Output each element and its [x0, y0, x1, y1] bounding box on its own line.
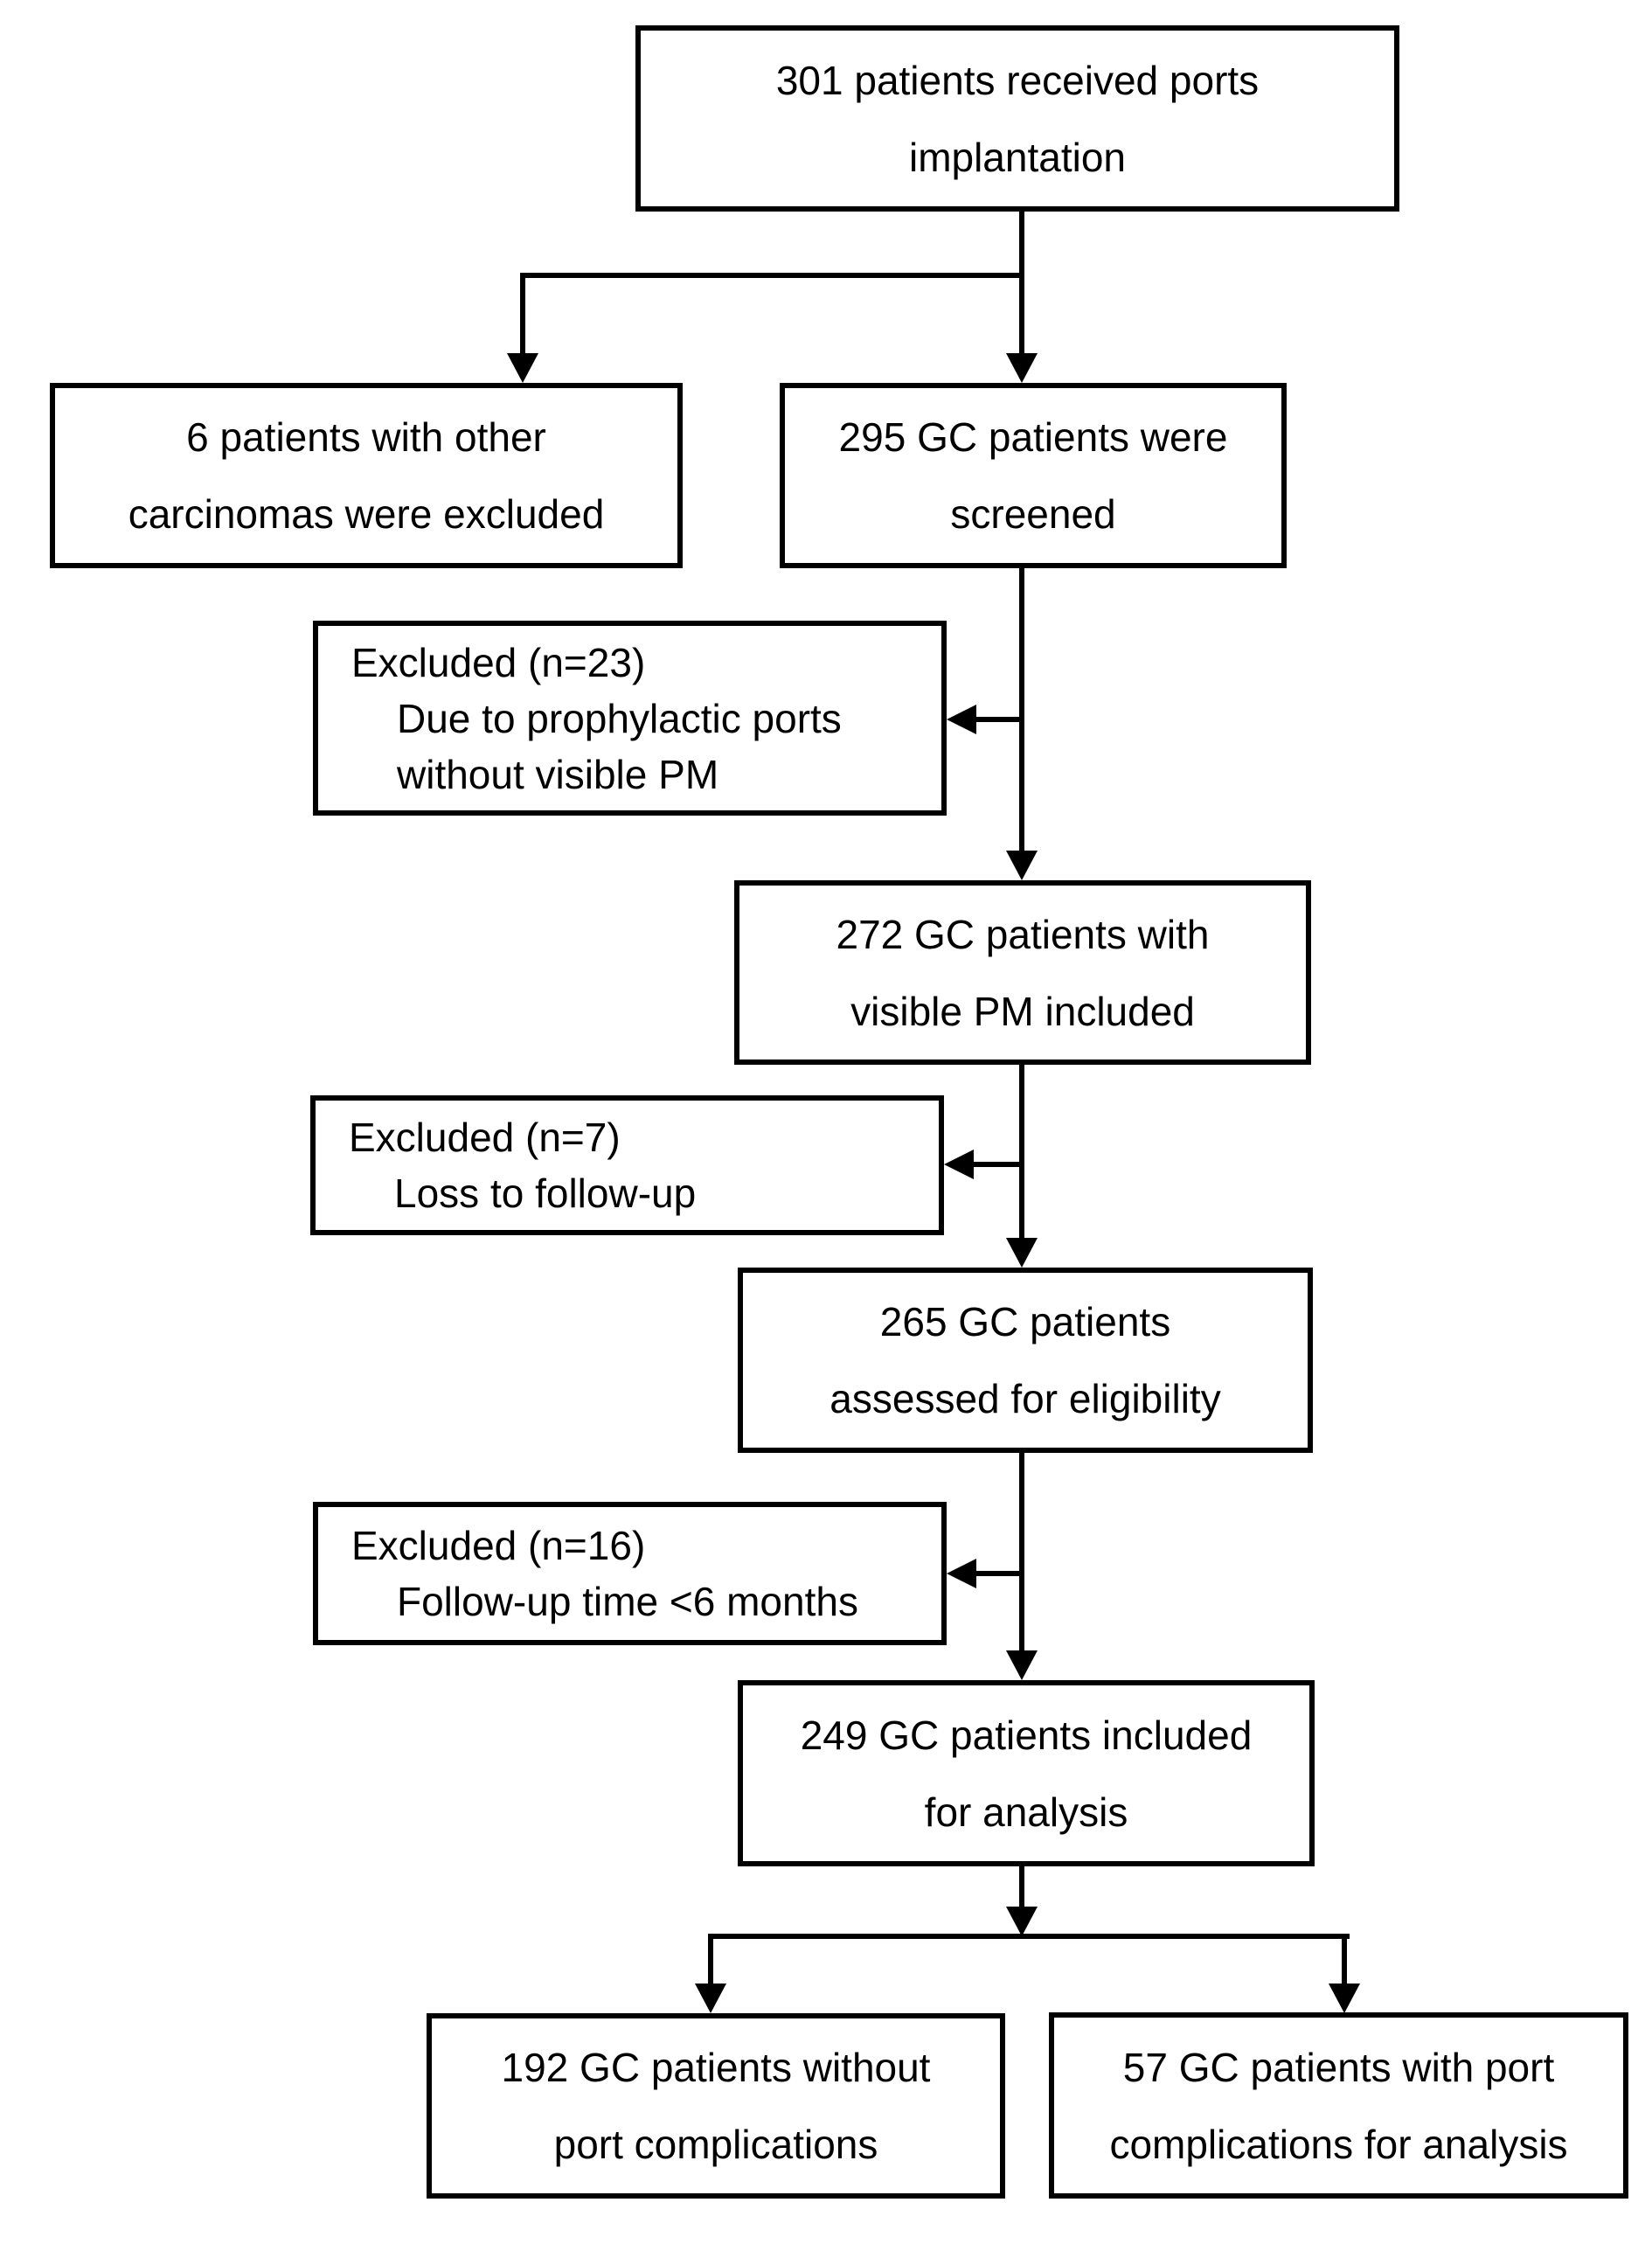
node-with-complications: 57 GC patients with port complications f… — [1049, 2012, 1628, 2199]
node-text-line: carcinomas were excluded — [128, 491, 605, 537]
arrowhead-into-eligibility — [1006, 1238, 1038, 1268]
node-text-line: without visible PM — [397, 751, 719, 797]
arrowhead-into-screened — [1006, 353, 1038, 383]
node-text-line: complications for analysis — [1109, 2121, 1568, 2167]
arrowhead-into-excluded-followup-time — [947, 1559, 976, 1588]
connector-bottom-split-horizontal — [708, 1934, 1350, 1939]
arrowhead-into-carcinomas — [507, 353, 538, 383]
node-visible-pm-included: 272 GC patients with visible PM included — [734, 880, 1311, 1065]
node-text-line: implantation — [908, 134, 1127, 180]
node-text-line: 265 GC patients — [879, 1299, 1171, 1344]
arrowhead-into-excluded-loss-followup — [944, 1150, 974, 1179]
connector-split-to-without-complications — [708, 1934, 713, 1984]
node-assessed-eligibility: 265 GC patients assessed for eligibility — [738, 1268, 1313, 1453]
arrowhead-into-excluded-prophylactic — [947, 705, 976, 734]
node-text-line: for analysis — [924, 1789, 1128, 1835]
node-text-line: assessed for eligibility — [829, 1376, 1221, 1421]
connector-to-excluded-loss-followup — [972, 1162, 1024, 1167]
node-text-line: 57 GC patients with port — [1122, 2044, 1555, 2090]
connector-ports-to-screened — [1019, 212, 1024, 356]
node-other-carcinomas-excluded: 6 patients with other carcinomas were ex… — [50, 383, 683, 568]
node-text-line: 6 patients with other — [186, 414, 546, 460]
node-without-complications: 192 GC patients without port complicatio… — [427, 2013, 1005, 2199]
arrowhead-into-visiblepm — [1006, 851, 1038, 880]
connector-visiblepm-to-eligibility — [1019, 1065, 1024, 1238]
node-text-line: 295 GC patients were — [838, 414, 1228, 460]
arrowhead-onto-split — [1006, 1907, 1038, 1936]
node-received-ports: 301 patients received ports implantation — [635, 25, 1399, 212]
node-text-line: Excluded (n=16) — [351, 1523, 646, 1568]
arrowhead-into-analysis — [1006, 1650, 1038, 1680]
node-text-line: port complications — [553, 2122, 878, 2167]
node-text-line: 192 GC patients without — [501, 2045, 931, 2090]
connector-eligibility-to-analysis — [1019, 1453, 1024, 1650]
node-text-line: Follow-up time <6 months — [397, 1579, 858, 1624]
node-text-line: screened — [950, 491, 1116, 537]
node-text-line: 249 GC patients included — [800, 1712, 1253, 1758]
node-gc-screened: 295 GC patients were screened — [780, 383, 1287, 568]
node-excluded-followup-time: Excluded (n=16) Follow-up time <6 months — [313, 1502, 947, 1645]
connector-branch-to-carcinomas — [520, 273, 525, 356]
node-text-line: 301 patients received ports — [775, 57, 1260, 103]
node-excluded-prophylactic: Excluded (n=23) Due to prophylactic port… — [313, 621, 947, 816]
arrowhead-into-without-complications — [695, 1984, 726, 2013]
node-text-line: visible PM included — [850, 988, 1195, 1034]
node-excluded-loss-followup: Excluded (n=7) Loss to follow-up — [310, 1095, 944, 1235]
node-text-line: Excluded (n=7) — [349, 1115, 621, 1160]
node-text-line: Due to prophylactic ports — [397, 695, 842, 741]
node-included-analysis: 249 GC patients included for analysis — [738, 1680, 1315, 1866]
connector-to-excluded-prophylactic — [975, 717, 1024, 722]
node-text-line: Loss to follow-up — [394, 1171, 697, 1216]
connector-screened-to-visiblepm — [1019, 568, 1024, 851]
arrowhead-into-with-complications — [1329, 1984, 1360, 2013]
connector-split-to-with-complications — [1342, 1934, 1347, 1984]
node-text-line: 272 GC patients with — [836, 911, 1210, 957]
connector-top-split-horizontal — [520, 273, 1024, 278]
connector-to-excluded-followup-time — [975, 1571, 1024, 1576]
connector-analysis-to-split — [1019, 1866, 1024, 1907]
node-text-line: Excluded (n=23) — [351, 639, 646, 685]
